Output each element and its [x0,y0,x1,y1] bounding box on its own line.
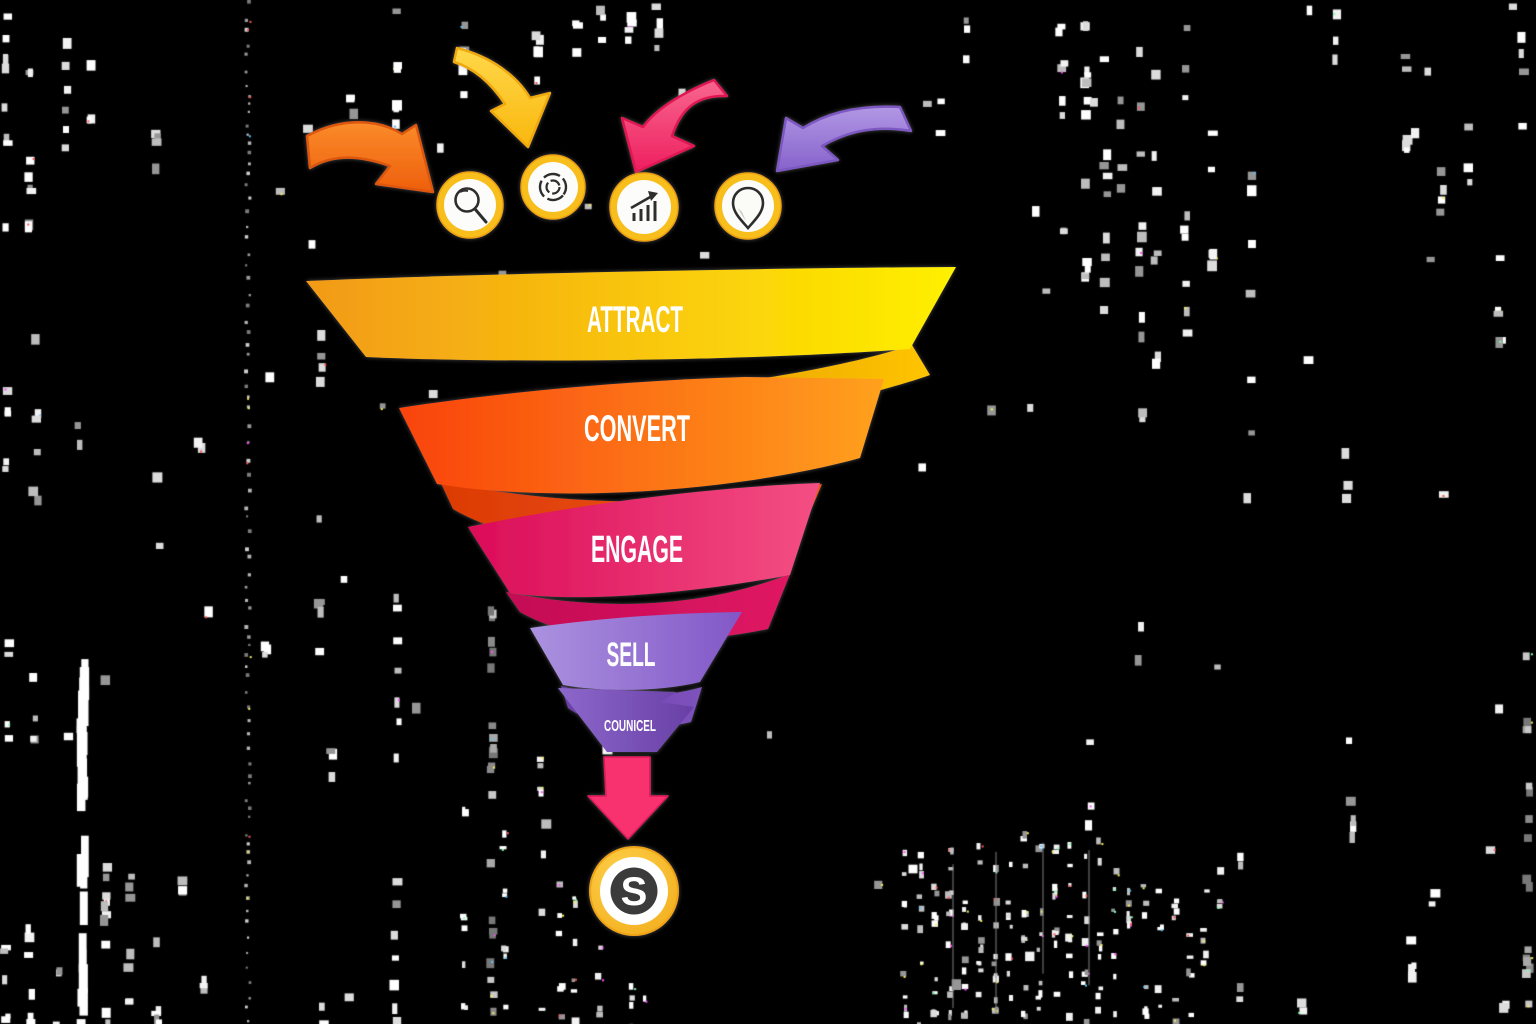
stage-label-tip: COUNICEL [604,718,656,735]
inflow-arrow-purple [775,105,913,173]
inflow-arrow-yellow [452,46,552,149]
stage-label-engage: ENGAGE [591,529,683,571]
down-arrow [587,756,669,840]
outflow: S [587,756,679,936]
attract-band [306,267,956,361]
stage-label-sell: SELL [607,636,656,674]
inflow-arrows [305,46,913,194]
search-icon [436,171,504,239]
target-icon [520,154,586,220]
growth-chart-icon [609,172,679,242]
sell-band [530,612,742,690]
funnel-ribbons [306,267,956,752]
stage-label-attract: ATTRACT [587,299,683,340]
location-pin-icon [714,172,782,240]
convert-band [399,377,884,494]
stage-label-convert: CONVERT [584,408,690,449]
inflow-arrow-orange [305,121,435,194]
funnel-tip-segment [558,688,694,752]
channel-icons [436,154,782,242]
coin-symbol: S [621,870,648,914]
engage-band [468,483,820,598]
stage-labels: ATTRACT CONVERT ENGAGE SELL COUNICEL [584,299,690,735]
money-coin-icon: S [589,846,679,936]
inflow-arrow-pink [620,78,729,174]
